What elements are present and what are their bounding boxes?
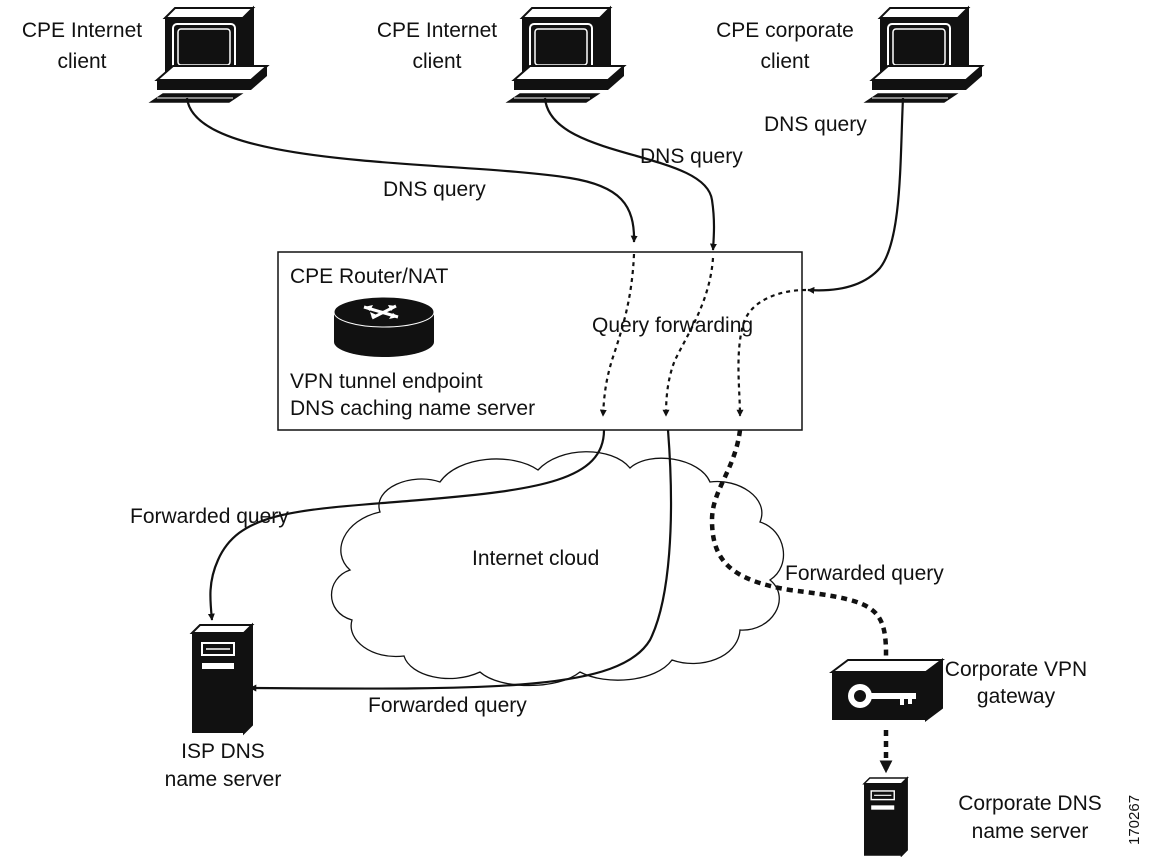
corporate-dns-server: Corporate DNS name server: [863, 777, 1102, 857]
router-line-1: VPN tunnel endpoint: [290, 370, 483, 393]
corporate-dns-label-line-1: Corporate DNS: [958, 792, 1102, 815]
corporate-vpn-gateway: Corporate VPN gateway: [829, 658, 1087, 722]
cpe-internet-client-1: CPE Internet client: [22, 7, 268, 103]
forwarding-path-1: [599, 253, 636, 417]
client-3-label-line-2: client: [760, 50, 809, 73]
isp-dns-label-line-1: ISP DNS: [181, 740, 265, 763]
corporate-dns-label-line-2: name server: [972, 820, 1089, 843]
vpn-gateway-label-line-2: gateway: [977, 685, 1056, 708]
isp-dns-server: ISP DNS name server: [165, 624, 282, 791]
cpe-corporate-client: CPE corporate client: [716, 7, 983, 103]
client-2-label-line-2: client: [412, 50, 461, 73]
server-tower-icon: [191, 624, 253, 734]
client-3-label-line-1: CPE corporate: [716, 19, 854, 42]
internet-cloud-label: Internet cloud: [472, 547, 599, 570]
client-1-label-line-1: CPE Internet: [22, 19, 142, 42]
client-1-label-line-2: client: [57, 50, 106, 73]
router-title: CPE Router/NAT: [290, 265, 448, 288]
forwarded-query-arrow-isp-2: [249, 429, 673, 692]
cpe-router-box: [277, 251, 803, 431]
forwarded-query-label-1: Forwarded query: [130, 505, 289, 528]
desktop-computer-icon: [150, 7, 268, 103]
isp-dns-label-line-2: name server: [165, 768, 282, 791]
cpe-internet-client-2: CPE Internet client: [377, 7, 625, 103]
forwarded-query-label-2: Forwarded query: [368, 694, 527, 717]
dns-query-label-1: DNS query: [383, 178, 486, 201]
router-icon: [333, 296, 435, 357]
dns-query-arrow-1: [185, 97, 638, 243]
figure-id: 170267: [1126, 795, 1143, 845]
client-2-label-line-1: CPE Internet: [377, 19, 497, 42]
forwarded-query-arrow-isp-1: [207, 429, 606, 621]
server-tower-icon: [863, 777, 908, 857]
dns-query-arrow-3: [807, 97, 905, 294]
desktop-computer-icon: [507, 7, 625, 103]
query-forwarding-label: Query forwarding: [592, 314, 753, 337]
vpn-tunnel-path-upper: [709, 429, 889, 670]
dns-query-label-3: DNS query: [764, 113, 867, 136]
vpn-gateway-key-icon: [829, 658, 945, 722]
forwarded-query-label-3: Forwarded query: [785, 562, 944, 585]
dns-query-label-2: DNS query: [640, 145, 743, 168]
dns-query-arrow-2: [543, 97, 717, 251]
desktop-computer-icon: [865, 7, 983, 103]
forwarding-path-2: [662, 257, 715, 417]
forwarding-path-3: [736, 288, 807, 417]
router-line-2: DNS caching name server: [290, 397, 535, 420]
vpn-gateway-label-line-1: Corporate VPN: [945, 658, 1087, 681]
